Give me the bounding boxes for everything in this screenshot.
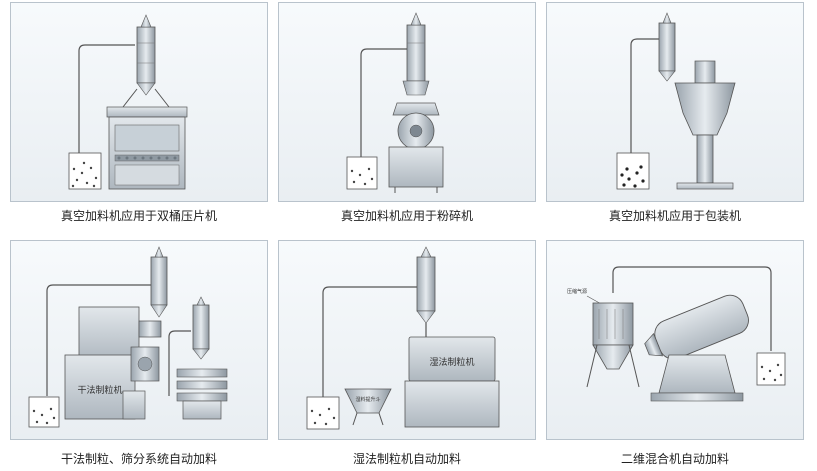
panel-tablet-press <box>10 2 268 202</box>
vacuum-feeder <box>136 26 156 84</box>
packaging-diagram <box>616 12 736 190</box>
suction-tube <box>360 48 407 158</box>
caption-panel-5: 湿法制粒机自动加料 <box>352 452 461 466</box>
crusher-diagram <box>346 12 444 193</box>
panel-crusher <box>278 2 536 202</box>
granulator-upper <box>78 306 140 362</box>
suction-tube-2 <box>168 330 191 396</box>
filter-housing <box>592 302 634 346</box>
machine-label-dry-granulator: 干法制粒机 <box>77 384 122 396</box>
caption-panel-3: 真空加料机应用于包装机 <box>608 209 741 223</box>
mixer-drum <box>654 294 749 360</box>
material-container <box>616 152 650 190</box>
vacuum-feeder-1 <box>150 256 168 306</box>
suction-tube <box>630 38 659 153</box>
hopper-label: 湿料提升斗 <box>355 396 380 403</box>
material-container <box>756 352 786 386</box>
packaging-column <box>696 134 714 184</box>
caption-panel-2: 真空加料机应用于粉碎机 <box>340 209 473 223</box>
material-container <box>68 152 102 190</box>
vacuum-feeder-2 <box>192 304 210 350</box>
panel-2d-mixer: 压缩气源 <box>546 240 804 440</box>
suction-tube-1 <box>46 284 151 396</box>
caption-panel-4: 干法制粒、筛分系统自动加料 <box>60 452 217 466</box>
sifter-layer-1 <box>176 368 228 378</box>
caption-panel-6: 二维混合机自动加料 <box>620 452 729 466</box>
mixer-diagram: 压缩气源 <box>567 266 786 402</box>
suction-tube <box>322 286 417 399</box>
panel-packaging <box>546 2 804 202</box>
crusher-base <box>388 146 444 188</box>
vacuum-feeder <box>416 256 436 312</box>
machine-label-wet-granulator: 湿法制粒机 <box>429 356 474 368</box>
air-source-label: 压缩气源 <box>567 288 587 295</box>
vacuum-feeder <box>406 24 426 82</box>
panel-wet-granulation: 湿法制粒机 湿料提升斗 <box>278 240 536 440</box>
vacuum-feeder <box>658 22 676 72</box>
press-top <box>106 106 188 118</box>
dry-granulation-diagram: 干法制粒机 <box>28 246 228 428</box>
caption-panel-1: 真空加料机应用于双桶压片机 <box>60 209 217 223</box>
material-container <box>346 156 378 190</box>
tablet-press-diagram <box>68 14 188 190</box>
suction-tube <box>78 44 135 158</box>
material-container <box>306 396 340 430</box>
panel-dry-granulation: 干法制粒机 <box>10 240 268 440</box>
wet-granulation-diagram: 湿法制粒机 湿料提升斗 <box>306 246 500 430</box>
wet-granulator-base <box>404 380 500 428</box>
packaging-hopper <box>674 82 736 136</box>
suction-tube <box>612 266 772 351</box>
mixer-base <box>658 354 736 394</box>
